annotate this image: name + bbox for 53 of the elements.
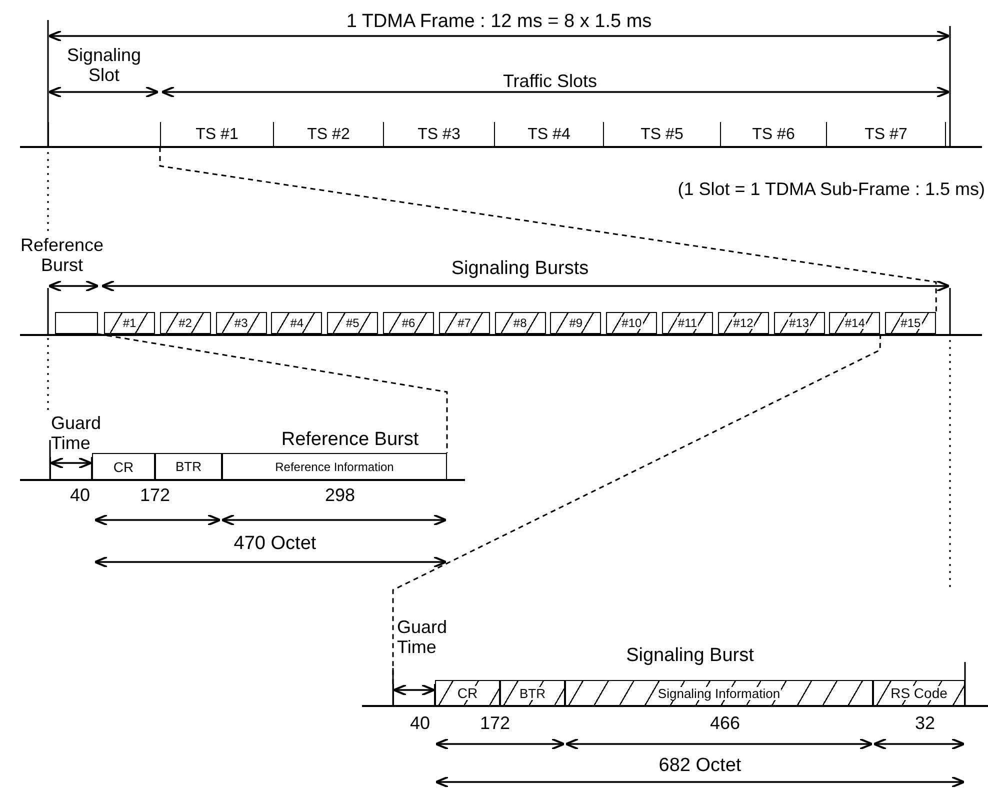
signaling-burst-slot: #3 [216,312,267,334]
octet-total: 470 Octet [232,534,318,555]
guard-time-box [50,457,92,480]
signaling-burst-slot: #15 [885,312,936,334]
burst-field: BTR [155,453,222,480]
burst-label: Signaling Bursts [450,259,590,280]
burst-field: RS Code [873,680,965,706]
signaling-burst-slot: #5 [327,312,378,334]
slot-label: Signaling Slot [66,46,142,86]
burst-field: Reference Information [222,453,447,480]
signaling-burst-slot: #13 [774,312,825,334]
slot-note: (1 Slot = 1 TDMA Sub-Frame : 1.5 ms) [676,180,985,200]
projection-line [98,333,448,453]
octet-count: 40 [68,486,92,506]
slot-label: Traffic Slots [502,72,598,92]
burst-label: Reference Burst [19,236,105,276]
octet-count: 298 [324,486,356,506]
octet-count: 32 [914,714,936,734]
time-slot: TS #5 [603,122,720,147]
time-slot: TS #4 [494,122,603,147]
octet-count: 40 [408,714,432,734]
projection-line [392,334,882,684]
signaling-burst-slot: #14 [829,312,880,334]
signaling-burst-slot: #7 [438,312,490,334]
signaling-burst-slot: #6 [383,312,434,334]
frame-duration-label: 1 TDMA Frame : 12 ms = 8 x 1.5 ms [345,12,653,33]
burst-label: Reference Burst [280,430,420,451]
reference-burst-box [55,312,98,334]
time-slot: TS #2 [273,122,383,147]
burst-field: CR [92,453,155,480]
octet-total: 682 Octet [658,756,742,777]
time-slot: TS #1 [160,122,273,147]
signaling-burst-slot: #1 [104,312,155,334]
signaling-burst-slot: #11 [662,312,713,334]
octet-count: 466 [708,714,742,734]
signaling-burst-slot: #8 [494,312,546,334]
burst-label: Signaling Burst [625,646,755,667]
signaling-burst-slot: #4 [271,312,322,334]
guard-time-label: Guard Time [397,618,448,658]
signaling-burst-slot: #10 [606,312,658,334]
time-slot: TS #3 [383,122,494,147]
burst-field: CR [435,680,500,706]
time-slot: TS #7 [826,122,946,147]
burst-field: Signaling Information [565,680,873,706]
octet-count: 172 [138,486,172,506]
signaling-burst-slot: #9 [550,312,602,334]
octet-count: 172 [478,714,512,734]
guard-time-label: Guard Time [51,414,102,454]
burst-field: BTR [500,680,565,706]
time-slot: TS #6 [720,122,826,147]
signaling-burst-slot: #2 [160,312,211,334]
signaling-burst-slot: #12 [718,312,769,334]
projection-line [159,147,937,312]
